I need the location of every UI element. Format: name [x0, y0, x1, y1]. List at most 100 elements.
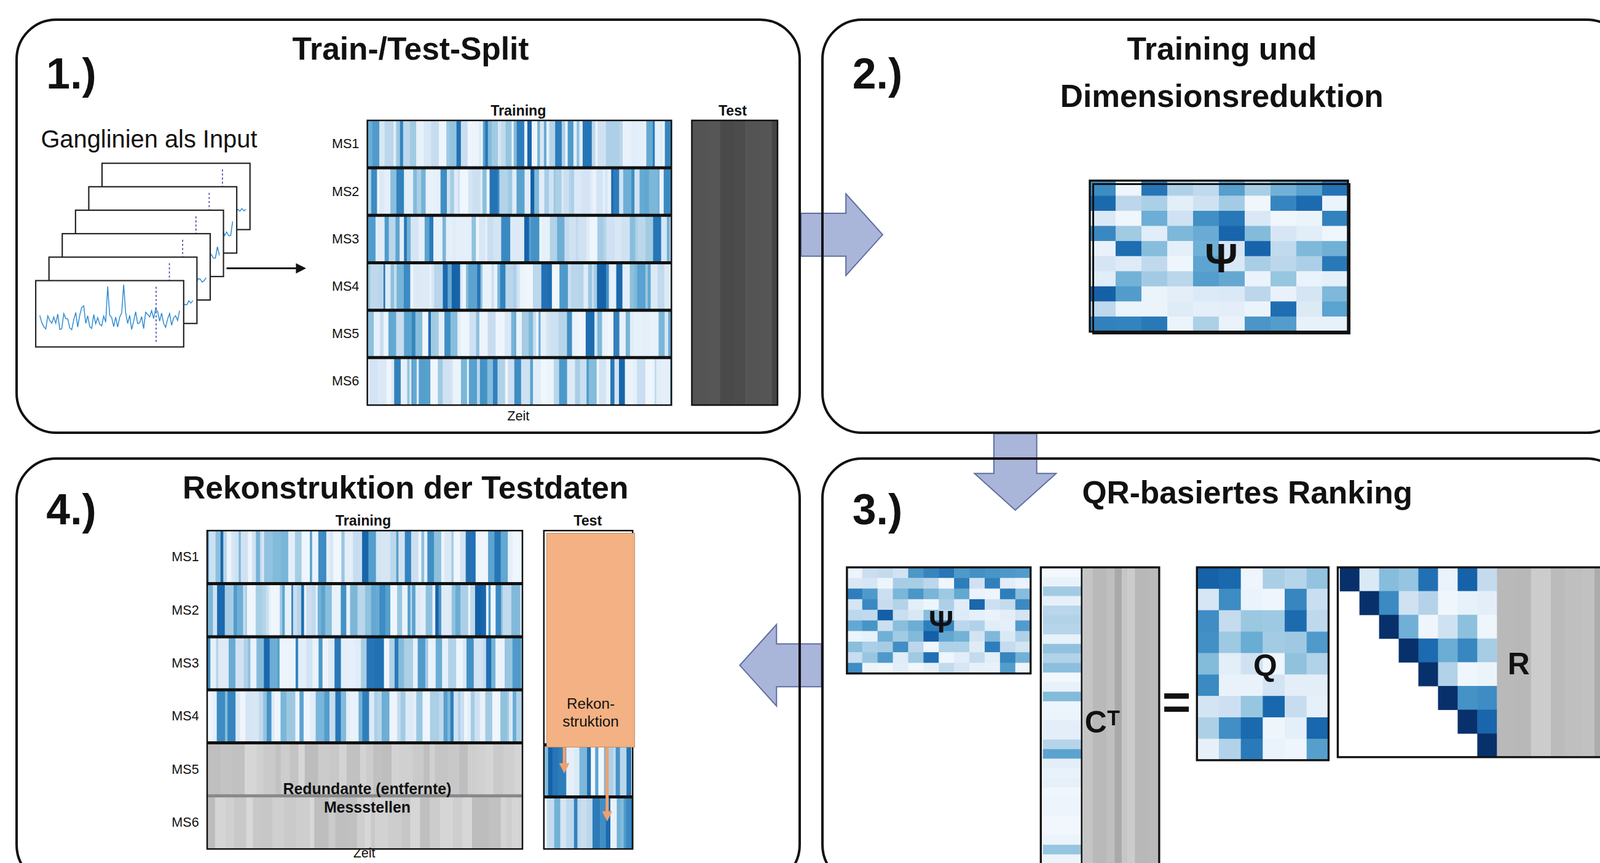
step-title: Training und Dimensionsreduktion	[997, 25, 1447, 120]
heatmap-stripe	[215, 636, 219, 690]
heatmap-stripe	[553, 357, 560, 406]
heatmap-stripe	[554, 797, 561, 850]
station-label: MS4	[331, 279, 359, 294]
heatmap-stripe	[263, 689, 267, 743]
heatmap-stripe	[660, 120, 664, 168]
row-separator	[207, 688, 523, 692]
heatmap-stripe	[393, 120, 397, 168]
step-title: QR-basiertes Ranking	[1082, 473, 1414, 513]
heatmap-stripe	[652, 120, 656, 168]
heatmap-stripe	[226, 530, 232, 584]
matrix-cell	[1043, 739, 1083, 750]
matrix-cell	[1306, 717, 1329, 739]
heatmap-stripe	[396, 530, 399, 584]
heatmap-stripe	[614, 215, 622, 263]
matrix-cell	[1241, 610, 1264, 632]
matrix-cell	[1115, 210, 1142, 227]
heatmap-stripe	[371, 167, 378, 216]
heatmap-stripe	[350, 583, 359, 637]
matrix-cell	[969, 631, 985, 643]
heatmap-stripe	[394, 262, 398, 310]
heatmap-stripe	[419, 120, 425, 168]
matrix-cell	[1306, 738, 1329, 761]
matrix-cell	[923, 577, 939, 589]
matrix-cell	[847, 662, 863, 674]
heatmap-stripe	[504, 310, 510, 358]
heatmap-stripe	[485, 743, 494, 797]
heatmap-stripe	[480, 167, 483, 216]
heatmap-stripe	[252, 530, 257, 584]
heatmap-stripe	[251, 689, 260, 743]
heatmap-stripe	[480, 689, 486, 743]
heatmap-stripe	[377, 689, 382, 743]
matrix-cell	[1322, 316, 1348, 332]
heatmap-stripe	[235, 689, 241, 743]
label-holder: MS6	[171, 815, 199, 830]
heatmap-stripe	[341, 530, 345, 584]
matrix-cell	[1218, 717, 1242, 739]
heatmap-stripe	[630, 215, 636, 263]
heatmap-stripe	[601, 310, 608, 358]
matrix-cell	[862, 567, 878, 579]
text-holder: 4.)	[46, 484, 96, 536]
matrix-cell	[1196, 674, 1219, 696]
matrix-cell	[938, 652, 954, 664]
heatmap-stripe	[627, 120, 632, 168]
heatmap-stripe	[631, 167, 635, 216]
heatmap-stripe	[370, 262, 379, 310]
heatmap-stripe	[634, 167, 640, 216]
heatmap-stripe	[430, 310, 436, 358]
matrix-cell	[1244, 286, 1271, 302]
triangular-cell	[1477, 591, 1497, 616]
heatmap-stripe	[295, 530, 302, 584]
heatmap-stripe	[237, 583, 244, 637]
label-holder: MS1	[331, 137, 359, 151]
heatmap-stripe	[596, 167, 603, 216]
heatmap-stripe	[630, 310, 634, 358]
heatmap-stripe	[561, 167, 565, 216]
heatmap-stripe	[453, 796, 463, 849]
matrix-cell	[877, 631, 894, 643]
heatmap-stripe	[618, 167, 624, 216]
input-arrow-head	[295, 263, 307, 274]
heatmap-stripe	[377, 357, 387, 406]
hydrograph-card	[35, 280, 184, 348]
matrix-cell	[1193, 286, 1219, 302]
heatmap-stripe	[403, 310, 412, 358]
matrix-cell	[862, 577, 878, 589]
heatmap-stripe	[464, 215, 473, 263]
matrix-cell	[938, 577, 954, 589]
heatmap-stripe	[446, 120, 450, 168]
heatmap-stripe	[462, 796, 473, 849]
heatmap-stripe	[1564, 567, 1583, 758]
heatmap-stripe	[264, 530, 273, 584]
row-separator	[367, 308, 672, 312]
matrix-cell	[1043, 605, 1083, 616]
heatmap-stripe	[250, 636, 257, 690]
heatmap-stripe	[428, 636, 431, 690]
heatmap-stripe	[470, 583, 476, 637]
heatmap-stripe	[1594, 567, 1600, 758]
heatmap-stripe	[272, 796, 285, 849]
text-holder: Rekonstruktion der Testdaten	[182, 468, 629, 508]
heatmap-stripe	[495, 636, 505, 690]
heatmap-stripe	[274, 689, 281, 743]
heatmap-stripe	[641, 310, 650, 358]
heatmap-stripe	[415, 310, 423, 358]
heatmap-stripe	[759, 120, 773, 406]
matrix-label: Rekon- struktion	[547, 694, 635, 731]
heatmap-stripe	[485, 689, 493, 743]
heatmap-stripe	[472, 167, 481, 216]
reconstruction-box: Rekon- struktion	[546, 532, 635, 748]
heatmap-stripe	[476, 310, 481, 358]
heatmap-stripe	[215, 796, 226, 849]
matrix-cell	[1043, 710, 1083, 721]
matrix-cell	[1241, 695, 1264, 718]
matrix-cell	[1284, 567, 1307, 589]
label-holder: Test	[718, 103, 747, 119]
heatmap-stripe	[572, 310, 579, 358]
matrix-cell	[1284, 695, 1307, 718]
heatmap-stripe	[376, 530, 382, 584]
heatmap-stripe	[330, 530, 334, 584]
heatmap-stripe	[383, 310, 389, 358]
